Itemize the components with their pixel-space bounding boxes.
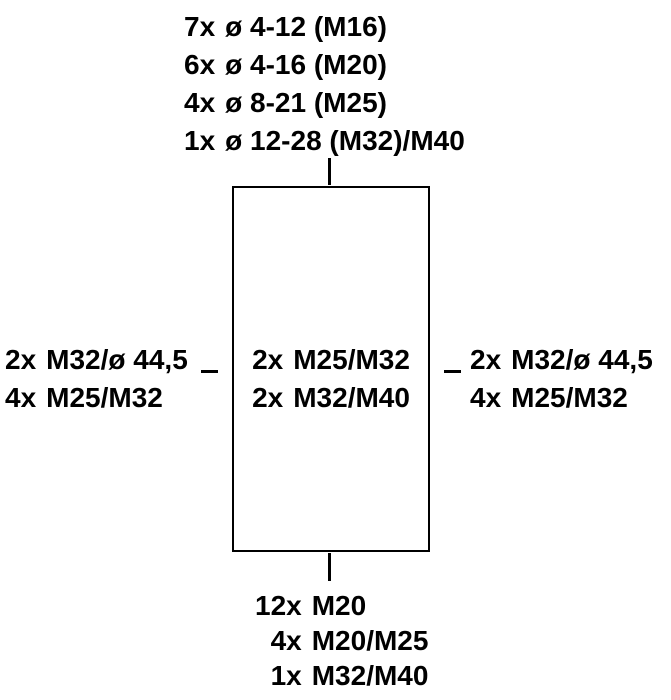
entry-count: 2x <box>5 344 37 375</box>
entry-spec: M32/M40 <box>311 660 429 691</box>
entry-count: 6x <box>184 49 216 80</box>
entry-spec: M25/M32 <box>293 344 410 375</box>
entry-count: 2x <box>252 382 284 413</box>
entry-spec: M20 <box>311 590 367 621</box>
entry-count: 4x <box>184 87 216 118</box>
entry-count: 4x <box>5 382 37 413</box>
right-entries: 2x M32/ø 44,5 4x M25/M32 <box>470 341 653 417</box>
center-entries: 2x M25/M32 2x M32/M40 <box>232 341 430 417</box>
entry-spec: ø 4-16 (M20) <box>225 49 387 80</box>
entry-spec: ø 4-12 (M16) <box>225 11 387 42</box>
entry-spec: M32/ø 44,5 <box>511 344 653 375</box>
entry-count: 1x <box>184 125 216 156</box>
entry-count: 7x <box>184 11 216 42</box>
bottom-connector-line <box>328 553 331 581</box>
entry-count: 2x <box>470 344 502 375</box>
entry-spec: ø 12-28 (M32)/M40 <box>225 125 465 156</box>
bottom-entries: 12x M20 4x M20/M25 1x M32/M40 <box>255 588 428 693</box>
right-connector-line <box>444 370 461 373</box>
left-connector-line <box>201 370 218 373</box>
entry-count: 12x <box>255 590 302 621</box>
top-entries: 7x ø 4-12 (M16) 6x ø 4-16 (M20) 4x ø 8-2… <box>184 8 465 160</box>
left-entries: 2x M32/ø 44,5 4x M25/M32 <box>5 341 188 417</box>
enclosure-outline <box>232 186 430 552</box>
entry-spec: M25/M32 <box>511 382 628 413</box>
entry-count: 4x <box>270 625 302 656</box>
entry-spec: M25/M32 <box>46 382 163 413</box>
entry-spec: M20/M25 <box>311 625 429 656</box>
entry-count: 2x <box>252 344 284 375</box>
entry-count: 4x <box>470 382 502 413</box>
entry-count: 1x <box>270 660 302 691</box>
entry-spec: M32/ø 44,5 <box>46 344 188 375</box>
entry-spec: ø 8-21 (M25) <box>225 87 387 118</box>
entry-spec: M32/M40 <box>293 382 410 413</box>
top-connector-line <box>328 158 331 185</box>
